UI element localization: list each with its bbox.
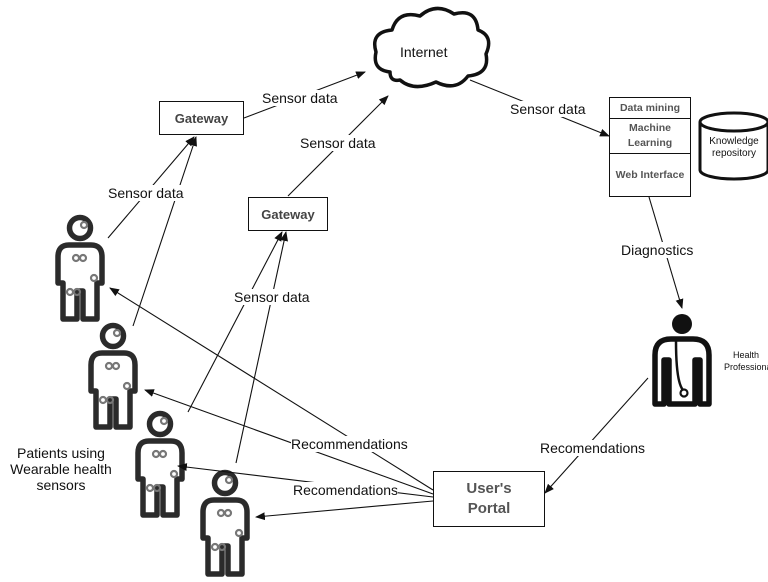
edge-label-professional-portal: Recomendations [540, 440, 646, 456]
edge-patient2-gw1 [132, 136, 197, 327]
edge-professional-portal [544, 377, 649, 494]
patients-label: Patients using Wearable health sensors [10, 445, 112, 493]
edge-label-gw1-internet: Sensor data [262, 90, 338, 106]
knowledge-repository-label: Knowledge repository [709, 136, 759, 159]
edge-portal-patient2 [144, 389, 434, 495]
patient-figure-1 [58, 218, 102, 320]
edge-portal-patient4 [255, 500, 434, 521]
gateway-2-label: Gateway [261, 206, 315, 222]
edge-label-portal-patients: Recommendations [291, 436, 408, 452]
edge-patient3-gw2 [187, 231, 283, 413]
edge-label-internet-server: Sensor data [510, 101, 586, 117]
web-interface-cell: Web Interface [609, 153, 691, 197]
edge-label-patient-gw1: Sensor data [108, 185, 184, 201]
edge-label-portal-patient3: Recomendations [293, 482, 399, 498]
patient-figure-2 [91, 326, 135, 428]
internet-cloud [373, 6, 491, 89]
edge-label-gw2-internet: Sensor data [300, 135, 376, 151]
patient-figure-4 [203, 473, 247, 575]
users-portal-box: User's Portal [433, 471, 545, 527]
web-interface-label: Web Interface [615, 168, 685, 181]
gateway-1-label: Gateway [174, 110, 229, 126]
health-professional-figure [652, 314, 712, 407]
edge-portal-patient1 [109, 287, 434, 491]
data-mining-cell: Data mining [609, 97, 691, 119]
patient-figure-3 [138, 414, 182, 516]
health-professional-label: Health Professiona [724, 350, 768, 372]
machine-learning-cell: Machine Learning [609, 118, 691, 154]
internet-label: Internet [400, 44, 448, 60]
edge-patient4-gw2 [235, 231, 288, 464]
machine-learning-label: Machine Learning [627, 122, 673, 149]
gateway-2-box: Gateway [248, 197, 328, 231]
edge-label-patient-gw2: Sensor data [234, 289, 310, 305]
users-portal-label: User's Portal [466, 480, 512, 517]
data-mining-label: Data mining [619, 101, 681, 114]
knowledge-repository-cylinder [698, 111, 768, 181]
gateway-1-box: Gateway [159, 101, 244, 135]
edge-label-diagnostics: Diagnostics [621, 242, 694, 258]
